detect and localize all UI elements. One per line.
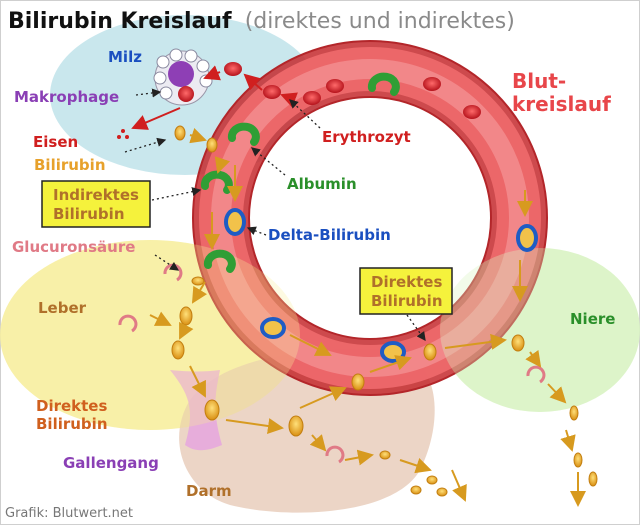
label-delta-bilirubin: Delta-Bilirubin [268, 226, 391, 244]
label-erythrozyt: Erythrozyt [322, 128, 411, 146]
label-direktes-left-line2: Bilirubin [36, 415, 108, 433]
albumin-molecules [200, 72, 400, 273]
bilirubin-molecules [171, 125, 598, 497]
iron-dots [117, 129, 129, 139]
label-albumin: Albumin [287, 175, 357, 193]
gall-duct [170, 370, 222, 451]
credit-text: Grafik: Blutwert.net [5, 506, 133, 521]
liver-overlay [0, 240, 300, 430]
page-title: Bilirubin Kreislauf (direktes und indire… [8, 9, 515, 34]
label-direktes-left-line1: Direktes [36, 397, 107, 415]
label-glucuronsaeure: Glucuronsäure [12, 238, 135, 256]
label-darm: Darm [186, 482, 232, 500]
label-leber: Leber [38, 299, 87, 317]
label-gallengang: Gallengang [63, 454, 159, 472]
kidney-overlay [440, 248, 640, 412]
pointer-lines [124, 88, 426, 342]
label-makrophage: Makrophage [14, 88, 119, 106]
direct-bilirubin-box [359, 267, 453, 315]
indirect-bilirubin-box [41, 180, 151, 228]
delta-bilirubin-molecules [224, 208, 538, 363]
label-bilirubin: Bilirubin [34, 156, 106, 174]
label-indirektes-line1: Indirektes [53, 186, 139, 204]
label-direktes-box-line2: Bilirubin [371, 292, 443, 310]
erythrocytes [224, 62, 481, 119]
label-milz: Milz [108, 48, 142, 66]
label-niere: Niere [570, 310, 615, 328]
label-blutkreislauf-line1: Blut- [512, 69, 566, 93]
label-blutkreislauf-line2: kreislauf [512, 92, 611, 116]
flow-arrows [149, 127, 586, 507]
label-indirektes-line2: Bilirubin [53, 205, 125, 223]
label-eisen: Eisen [33, 133, 78, 151]
label-direktes-box-line1: Direktes [371, 273, 442, 291]
